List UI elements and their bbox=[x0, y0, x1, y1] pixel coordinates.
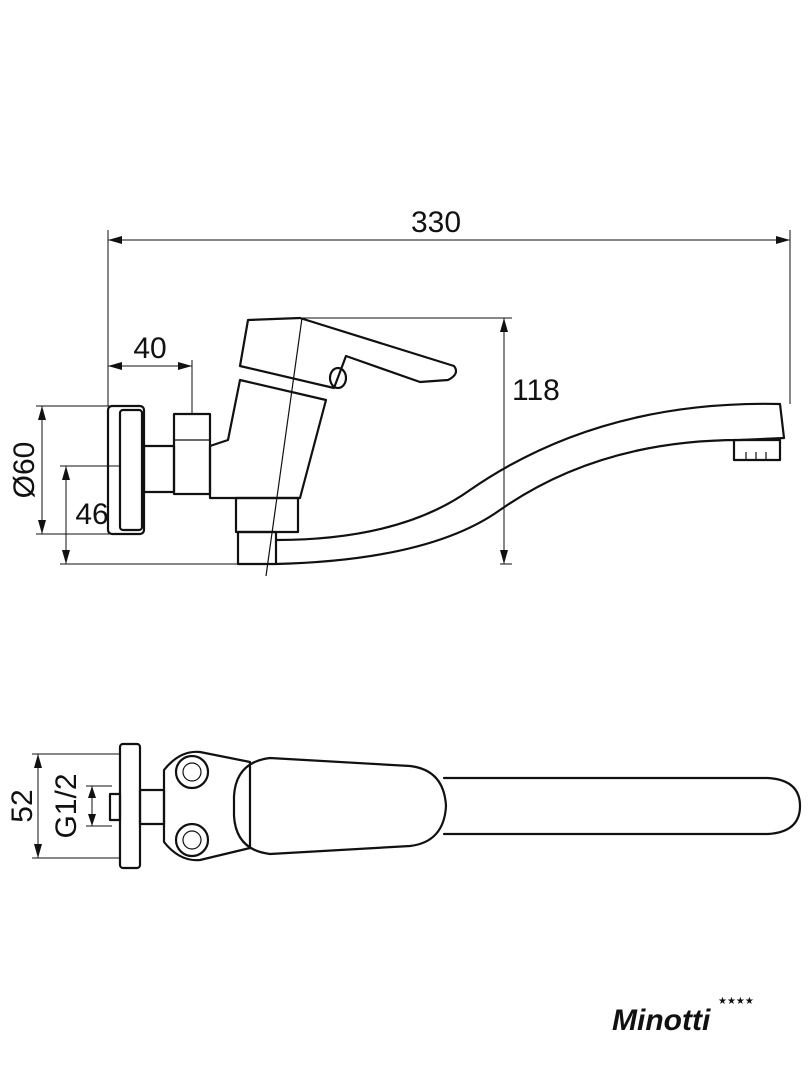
top-spout bbox=[442, 776, 802, 836]
brand-logo: Minotti ★★★★ bbox=[612, 996, 754, 1037]
lever-pivot bbox=[328, 366, 348, 390]
spout bbox=[274, 402, 786, 566]
mount-hole-top bbox=[174, 754, 210, 790]
aerator bbox=[732, 438, 782, 462]
eccentric-nut bbox=[172, 412, 212, 496]
flange-plate bbox=[118, 408, 144, 532]
dim-body-width: 52 bbox=[6, 753, 120, 859]
spout-socket bbox=[234, 496, 300, 534]
dim-height: 118 bbox=[300, 317, 560, 565]
dim-label-width: 52 bbox=[6, 789, 39, 822]
dim-flange-diameter: Ø60 bbox=[8, 405, 120, 535]
dim-label-height: 118 bbox=[512, 374, 560, 407]
dim-label-offset: 40 bbox=[133, 332, 166, 365]
side-view bbox=[106, 316, 786, 577]
connector-pipe bbox=[142, 444, 176, 494]
lever-handle bbox=[238, 316, 458, 390]
brand-stars: ★★★★ bbox=[718, 996, 754, 1007]
top-connector bbox=[138, 788, 166, 826]
top-lever bbox=[232, 756, 448, 856]
mixer-body bbox=[208, 378, 328, 500]
dim-label-outlet: 46 bbox=[75, 498, 108, 531]
dim-label-thread: G1/2 bbox=[50, 773, 83, 838]
top-view bbox=[108, 742, 802, 870]
dim-outlet-height: 46 bbox=[60, 465, 238, 565]
spout-base bbox=[236, 530, 278, 566]
mount-hole-bottom bbox=[174, 822, 210, 858]
dim-wall-offset: 40 bbox=[108, 332, 193, 414]
brand-name: Minotti bbox=[612, 1004, 711, 1037]
dim-total-length: 330 bbox=[107, 206, 791, 406]
body-center-line bbox=[265, 317, 303, 577]
dim-label-diameter: Ø60 bbox=[8, 442, 41, 499]
dim-thread: G1/2 bbox=[50, 773, 112, 839]
top-flange bbox=[118, 742, 142, 870]
wall-flange bbox=[106, 404, 146, 536]
dim-label-total: 330 bbox=[411, 206, 461, 239]
